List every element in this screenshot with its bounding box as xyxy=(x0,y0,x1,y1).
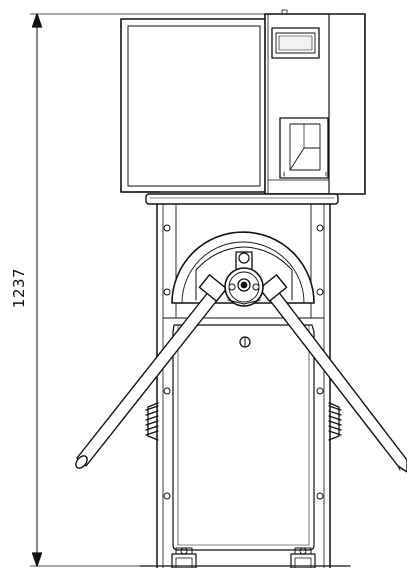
rotor-hub xyxy=(224,251,264,307)
door-panel xyxy=(172,324,315,551)
vent-right xyxy=(328,402,342,441)
top-plate xyxy=(145,193,339,205)
stand-frame xyxy=(156,203,331,569)
arrowhead-bottom-icon xyxy=(31,552,43,567)
dimension-label: 1237 xyxy=(10,267,28,309)
turnstile-arms xyxy=(75,251,407,473)
display-window xyxy=(271,27,320,59)
base-feet xyxy=(139,547,351,569)
arrowhead-top-icon xyxy=(31,13,43,28)
card-slot xyxy=(279,117,329,179)
vent-left xyxy=(145,402,159,441)
reader-housing xyxy=(120,9,366,195)
dimension-line xyxy=(29,13,301,567)
left-arm xyxy=(75,274,228,469)
right-arm xyxy=(258,274,407,473)
lock-icon xyxy=(239,336,251,348)
